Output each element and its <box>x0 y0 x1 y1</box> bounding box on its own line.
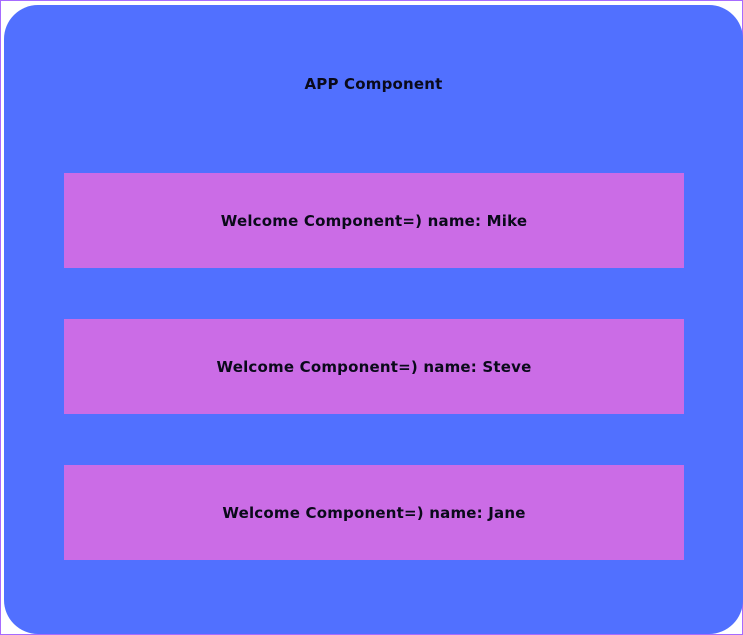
welcome-label: Welcome Component=) name: <box>220 211 487 230</box>
welcome-name: Mike <box>486 211 528 230</box>
welcome-label: Welcome Component=) name: <box>222 503 489 522</box>
welcome-label: Welcome Component=) name: <box>216 357 483 376</box>
welcome-component-jane: Welcome Component=) name: Jane <box>64 465 684 560</box>
welcome-name: Steve <box>482 357 532 376</box>
welcome-name: Jane <box>488 503 526 522</box>
app-component-title: APP Component <box>304 75 443 93</box>
welcome-component-mike: Welcome Component=) name: Mike <box>64 173 684 268</box>
app-component: APP Component Welcome Component=) name: … <box>4 5 743 634</box>
welcome-component-steve: Welcome Component=) name: Steve <box>64 319 684 414</box>
